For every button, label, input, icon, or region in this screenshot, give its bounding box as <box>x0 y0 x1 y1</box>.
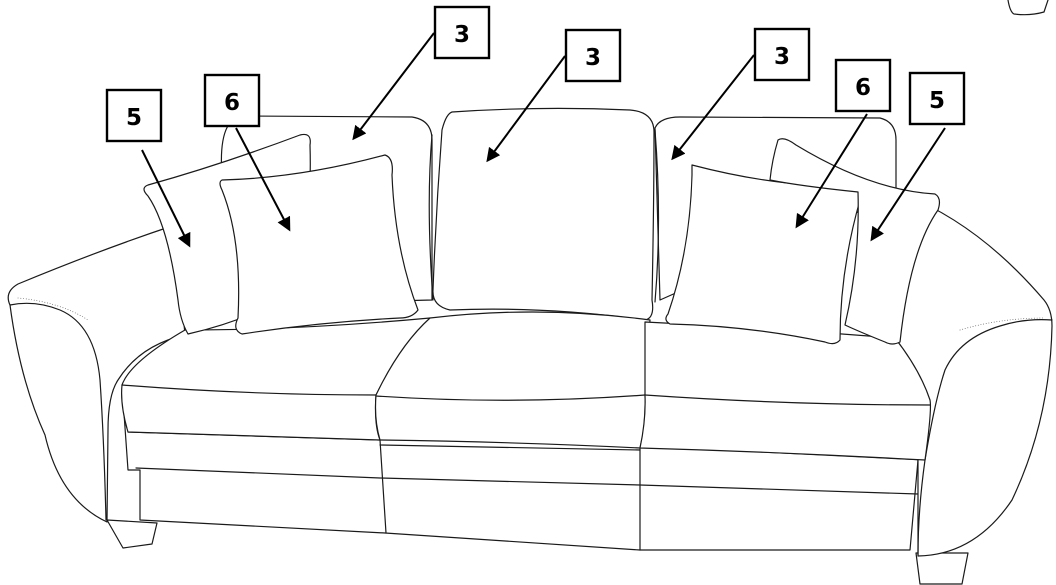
callout-left-back: 3 <box>352 5 491 141</box>
callout-right-inner-pillow-label: 6 <box>855 75 871 101</box>
callout-center-back-label: 3 <box>585 45 601 71</box>
base-divider-1 <box>379 439 387 534</box>
seat-cushion-center-welt <box>375 394 646 401</box>
corner-fragment <box>1007 0 1049 16</box>
callout-left-inner-pillow: 6 <box>203 73 291 232</box>
callout-left-inner-pillow-label: 6 <box>224 90 240 116</box>
callout-center-back: 3 <box>486 28 622 163</box>
back-cushion-left-edge <box>428 134 434 301</box>
leg-left <box>106 519 158 549</box>
base-seam-line-4 <box>135 467 919 495</box>
base-seam-line-2 <box>379 444 641 451</box>
callout-right-back: 3 <box>671 27 811 161</box>
back-cushion-center <box>432 107 655 321</box>
callout-right-outer-pillow-label: 5 <box>929 88 945 114</box>
left-arm-front <box>9 302 107 521</box>
callout-right-outer-pillow: 5 <box>870 71 966 242</box>
leg-right <box>915 552 969 585</box>
seat-cushion-right-welt <box>644 394 931 406</box>
left-arm <box>7 224 186 523</box>
callout-left-outer-pillow-label: 5 <box>126 105 142 131</box>
right-arm-seam <box>959 317 1046 331</box>
left-arm-seam <box>17 297 89 321</box>
callout-right-back-label: 3 <box>774 44 790 70</box>
seat-cushion-left-welt <box>121 384 377 396</box>
callout-right-inner-pillow: 6 <box>795 58 892 229</box>
seat-cushion-center <box>374 311 651 449</box>
right-arm-front <box>917 319 1053 556</box>
pillow-right-inner <box>665 164 862 345</box>
callout-left-outer-pillow: 5 <box>105 88 191 248</box>
callout-left-back-label: 3 <box>454 22 470 48</box>
back-cushion-right-edge <box>654 129 660 303</box>
pillow-left-inner <box>219 154 419 335</box>
